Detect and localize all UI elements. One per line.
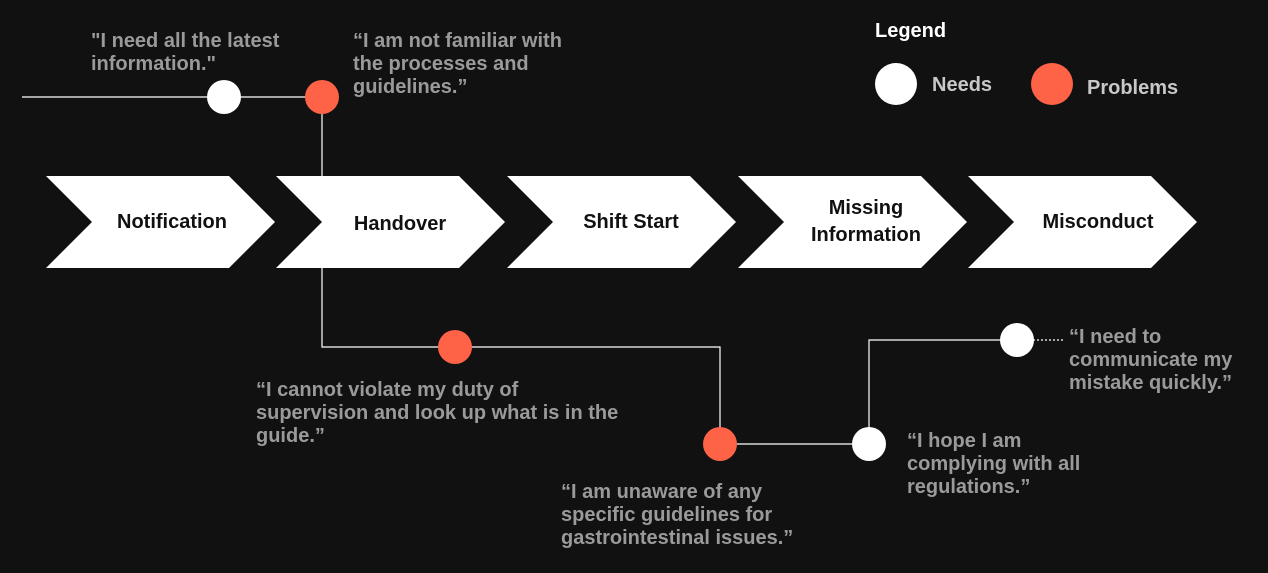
quote-unaware-guidelines: “I am unaware of any specific guidelines… — [561, 481, 794, 549]
problem-node — [703, 427, 737, 461]
legend-need-swatch — [875, 63, 917, 105]
stage-label-missing-information: Missing Information — [811, 197, 921, 246]
quote-not-familiar: “I am not familiar with the processes an… — [353, 30, 562, 98]
connector-line — [868, 339, 1017, 444]
need-node — [1000, 323, 1034, 357]
stage-chevron-missing-information — [738, 176, 967, 268]
quote-hope-complying: “I hope I am complying with all regulati… — [907, 430, 1081, 498]
need-node — [207, 80, 241, 114]
connector-line — [321, 268, 721, 444]
legend-problem-swatch — [1031, 63, 1073, 105]
stage-chevron-misconduct — [968, 176, 1197, 268]
stage-label-handover: Handover — [353, 212, 447, 235]
quote-cannot-violate: “I cannot violate my duty of supervision… — [256, 379, 619, 447]
need-node — [852, 427, 886, 461]
legend-problem-label: Problems — [1087, 77, 1179, 99]
stage-label-misconduct: Misconduct — [1042, 210, 1154, 233]
legend-need-label: Needs — [932, 74, 993, 96]
stage-chevron-shift-start — [507, 176, 736, 268]
stage-label-notification: Notification — [117, 210, 227, 233]
quote-communicate-mistake: “I need to communicate my mistake quickl… — [1069, 326, 1233, 394]
stage-chevron-notification — [46, 176, 275, 268]
stage-chevron-handover — [276, 176, 505, 268]
problem-node — [305, 80, 339, 114]
quote-need-latest-info: "I need all the latest information." — [91, 30, 280, 75]
problem-node — [438, 330, 472, 364]
legend-title: Legend — [875, 20, 947, 42]
stage-label-shift-start: Shift Start — [583, 210, 679, 233]
